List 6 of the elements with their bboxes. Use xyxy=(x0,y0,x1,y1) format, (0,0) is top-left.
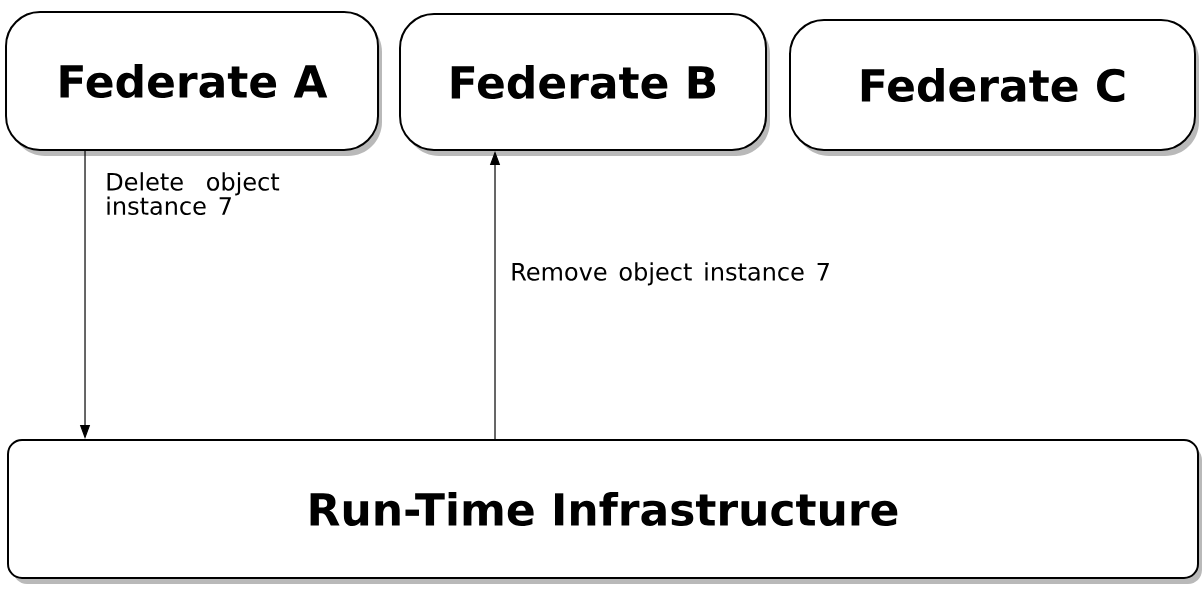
edge-label: Delete object instance 7 xyxy=(107,172,280,215)
edge-label: Remove object instance 7 xyxy=(512,262,829,286)
process-box: Federate C xyxy=(789,19,1199,156)
process-box: Federate A xyxy=(5,11,382,156)
process-box: Run-Time Infrastructure xyxy=(7,439,1202,584)
process-box: Federate B xyxy=(399,13,770,156)
